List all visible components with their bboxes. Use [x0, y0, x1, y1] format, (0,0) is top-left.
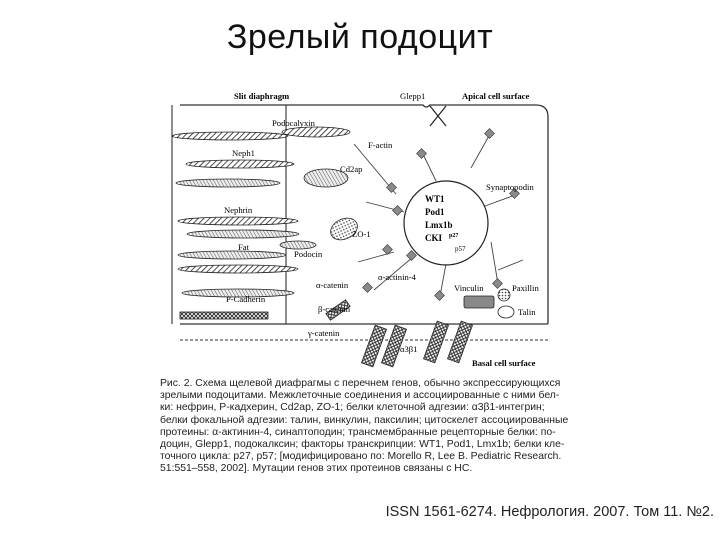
label-cd2ap: Cd2ap	[340, 164, 362, 174]
neph1-shape-3	[175, 178, 281, 188]
nucleus-gene-4-sup: p27	[449, 233, 458, 239]
label-slit-diaphragm: Slit diaphragm	[234, 91, 290, 101]
label-zo1: ZO-1	[352, 229, 371, 239]
caption-line: зрелыми подоцитами. Межклеточные соедине…	[160, 390, 560, 402]
nucleus-gene-3: Lmx1b	[425, 220, 453, 230]
fat-shape-2	[177, 264, 299, 274]
zo1-shape	[330, 217, 358, 241]
label-synaptopodin: Synaptopodin	[486, 182, 534, 192]
apical-membrane	[180, 104, 549, 324]
label-f-actin: F-actin	[368, 140, 393, 150]
label-beta-catenin: β-catenin	[318, 304, 351, 314]
nucleus-gene-2: Pod1	[425, 207, 445, 217]
journal-footer: ISSN 1561-6274. Нефрология. 2007. Том 11…	[385, 504, 714, 520]
label-alpha-actinin4: α-actinin-4	[378, 272, 417, 282]
label-p-cadherin: P-Cadherin	[226, 294, 266, 304]
label-neph1: Neph1	[232, 148, 255, 158]
podocalyxin-shape	[281, 126, 351, 138]
figure-caption: Рис. 2. Схема щелевой диафрагмы с перечн…	[160, 378, 578, 476]
neph1-shape-2	[185, 159, 295, 169]
nephrin-shape-2	[186, 229, 300, 239]
nephrin-shape	[177, 216, 299, 226]
label-paxillin: Paxillin	[512, 283, 539, 293]
label-podocin: Podocin	[294, 249, 323, 259]
paxillin-shape	[497, 288, 511, 302]
talin-shape	[497, 305, 515, 319]
fat-shape	[177, 250, 287, 260]
p-cadherin-shape	[181, 288, 295, 298]
slide-title: Зрелый подоцит	[226, 18, 494, 56]
caption-line: точного цикла: р27, р57; [модифицировано…	[160, 451, 562, 463]
podocyte-diagram: Slit diaphragm Glepp1 Apical cell surfac…	[168, 84, 578, 374]
vinculin-shape	[463, 295, 495, 309]
label-gamma-catenin: γ-catenin	[307, 328, 340, 338]
caption-line: протеины: α-актинин-4, синаптоподин; тра…	[160, 426, 556, 438]
label-alpha-catenin: α-catenin	[316, 280, 349, 290]
nucleus-gene-1: WT1	[425, 194, 445, 204]
podocyte-diagram-svg: Slit diaphragm Glepp1 Apical cell surfac…	[171, 91, 549, 368]
label-fat: Fat	[238, 242, 250, 252]
integrin-bars	[325, 299, 473, 368]
label-talin: Talin	[518, 307, 536, 317]
nucleus-note: p57	[455, 245, 466, 253]
glepp1-icon	[429, 105, 447, 127]
label-basal-surface: Basal cell surface	[472, 358, 536, 368]
label-podocalyxin: Podocalyxin	[272, 118, 316, 128]
label-nephrin: Nephrin	[224, 205, 253, 215]
actin-nodes	[362, 128, 520, 301]
caption-line: доцин, Glepp1, подокалксин; факторы тран…	[160, 439, 565, 451]
cd2ap-shape	[303, 168, 349, 188]
label-a3b1: α3β1	[400, 344, 417, 354]
label-apical-surface: Apical cell surface	[462, 91, 529, 101]
podocin-shape	[279, 240, 317, 250]
label-vinculin: Vinculin	[454, 283, 484, 293]
caption-line: ки: нефрин, Р-кадхерин, Cd2ap, ZO-1; бел…	[160, 402, 545, 414]
nucleus-gene-4: CKI	[425, 233, 443, 243]
caption-line: 51:551–558, 2002]. Мутации генов этих пр…	[160, 463, 473, 475]
neph1-shape	[171, 131, 289, 141]
label-glepp1: Glepp1	[400, 91, 425, 101]
caption-line: Рис. 2. Схема щелевой диафрагмы с перечн…	[160, 378, 561, 389]
caption-line: белки фокальной адгезии: талин, винкулин…	[160, 414, 569, 426]
adherens-strip	[179, 311, 269, 320]
